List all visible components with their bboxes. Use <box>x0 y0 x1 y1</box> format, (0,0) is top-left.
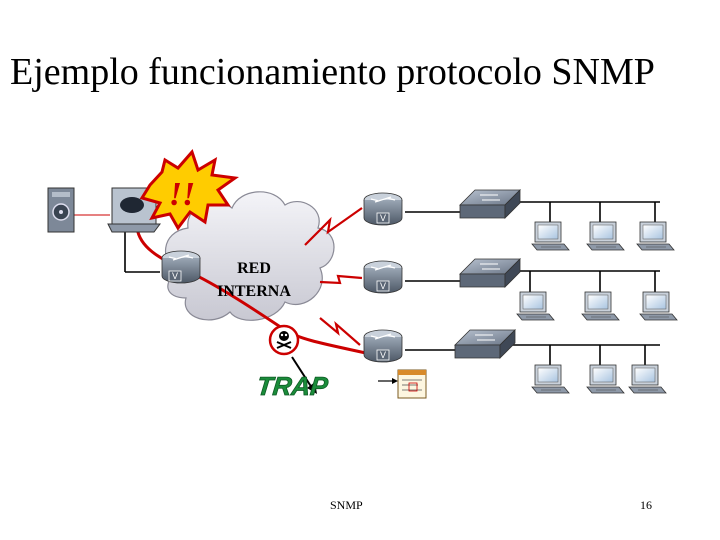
pc-icon <box>531 221 570 251</box>
switch-icon <box>459 258 521 288</box>
wan-links <box>304 207 363 346</box>
alert-burst-icon <box>139 149 240 231</box>
pc-icon <box>531 364 570 394</box>
pc-icon <box>516 291 555 321</box>
trap-pointer <box>291 356 313 389</box>
switch-icon <box>454 329 516 359</box>
router-icon: V <box>363 260 403 294</box>
trap-path <box>135 227 376 357</box>
svg-text:V: V <box>380 281 386 291</box>
pc-icon <box>628 364 667 394</box>
svg-text:V: V <box>380 213 386 223</box>
trap-label: TRAP <box>255 371 330 401</box>
switch-icon <box>459 189 521 219</box>
footer-text: SNMP <box>330 498 363 512</box>
server-icon <box>47 187 75 233</box>
skull-icon <box>268 324 300 356</box>
network-links <box>124 201 660 365</box>
svg-text:V: V <box>172 271 178 281</box>
pc-icon <box>581 291 620 321</box>
pc-icon <box>586 364 625 394</box>
pc-icon <box>586 221 625 251</box>
trap-pointer-head <box>307 382 317 394</box>
svg-text:V: V <box>380 350 386 360</box>
cloud-label-line2: INTERNA <box>217 283 291 300</box>
pc-icon <box>639 291 678 321</box>
cloud-label-line1: RED <box>237 260 271 277</box>
router-icon: V <box>363 329 403 363</box>
alert-text: !! <box>169 176 195 213</box>
page-number: 16 <box>640 498 652 512</box>
router-icon: V <box>363 192 403 226</box>
pc-icon <box>636 221 675 251</box>
document-icon <box>397 369 427 399</box>
document-pointer-head <box>392 378 398 384</box>
page-title: Ejemplo funcionamiento protocolo SNMP <box>10 51 655 93</box>
router-icon: V <box>161 250 201 284</box>
